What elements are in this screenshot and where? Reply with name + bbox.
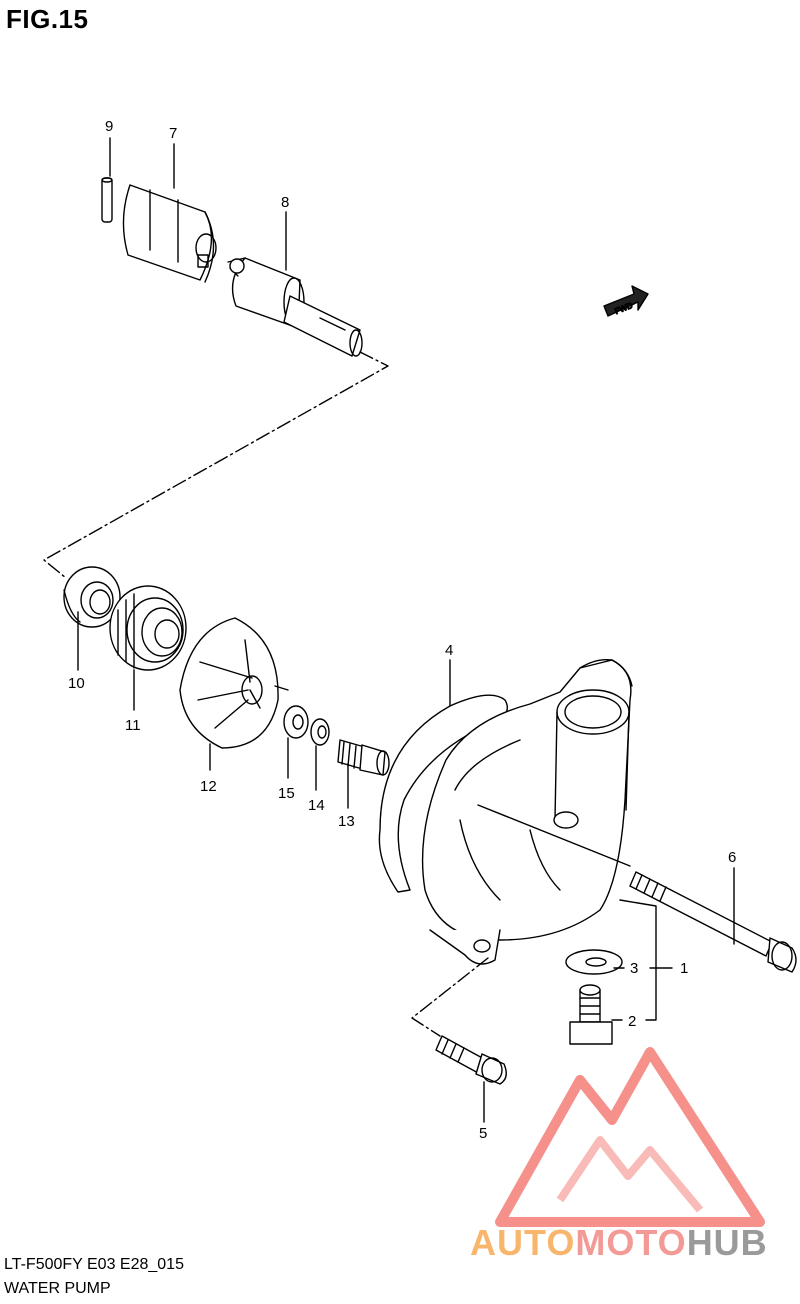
callout-14: 14	[308, 797, 325, 814]
part-3-washer	[565, 949, 623, 975]
part-8-shaft	[227, 257, 363, 357]
callout-9: 9	[105, 118, 113, 135]
connector-lines	[43, 351, 489, 1037]
callout-13: 13	[338, 813, 355, 830]
callout-5: 5	[479, 1125, 487, 1142]
part-12-impeller	[179, 617, 289, 749]
part-7-sleeve	[122, 184, 217, 283]
fwd-arrow	[603, 285, 649, 317]
part-14-washer	[310, 718, 330, 746]
figure-title: FIG.15	[6, 4, 89, 34]
part-13-bolt	[337, 739, 390, 776]
callout-10: 10	[68, 675, 85, 692]
part-6-long-bolt	[629, 871, 797, 973]
callout-2: 2	[628, 1013, 636, 1030]
watermark-hub: HUB	[686, 1222, 768, 1263]
callout-7: 7	[169, 125, 177, 142]
watermark-logo	[495, 1047, 765, 1227]
callout-4: 4	[445, 642, 453, 659]
part-5-bolt	[435, 1035, 507, 1085]
callout-15: 15	[278, 785, 295, 802]
callout-12: 12	[200, 778, 217, 795]
callout-1: 1	[680, 960, 688, 977]
part-2-drain-bolt	[569, 984, 613, 1045]
callout-3: 3	[630, 960, 638, 977]
model-code: LT-F500FY E03 E28_015	[4, 1256, 184, 1273]
watermark-moto: MOTO	[575, 1222, 687, 1263]
part-9-pin	[101, 177, 113, 223]
leader-lines	[77, 137, 735, 1123]
pump-housing	[421, 658, 633, 965]
figure-name: WATER PUMP	[4, 1280, 111, 1297]
watermark-text: AUTOMOTOHUB	[470, 1222, 768, 1264]
callout-11: 11	[125, 717, 141, 734]
callout-8: 8	[281, 194, 289, 211]
watermark-auto: AUTO	[470, 1222, 576, 1263]
callout-labels: 9 7 8 10 11 12 15 14 13 4 6 3 1 2 5	[68, 118, 736, 1142]
part-15-washer	[283, 705, 309, 739]
callout-6: 6	[728, 849, 736, 866]
part-11-mech-seal	[109, 585, 187, 671]
